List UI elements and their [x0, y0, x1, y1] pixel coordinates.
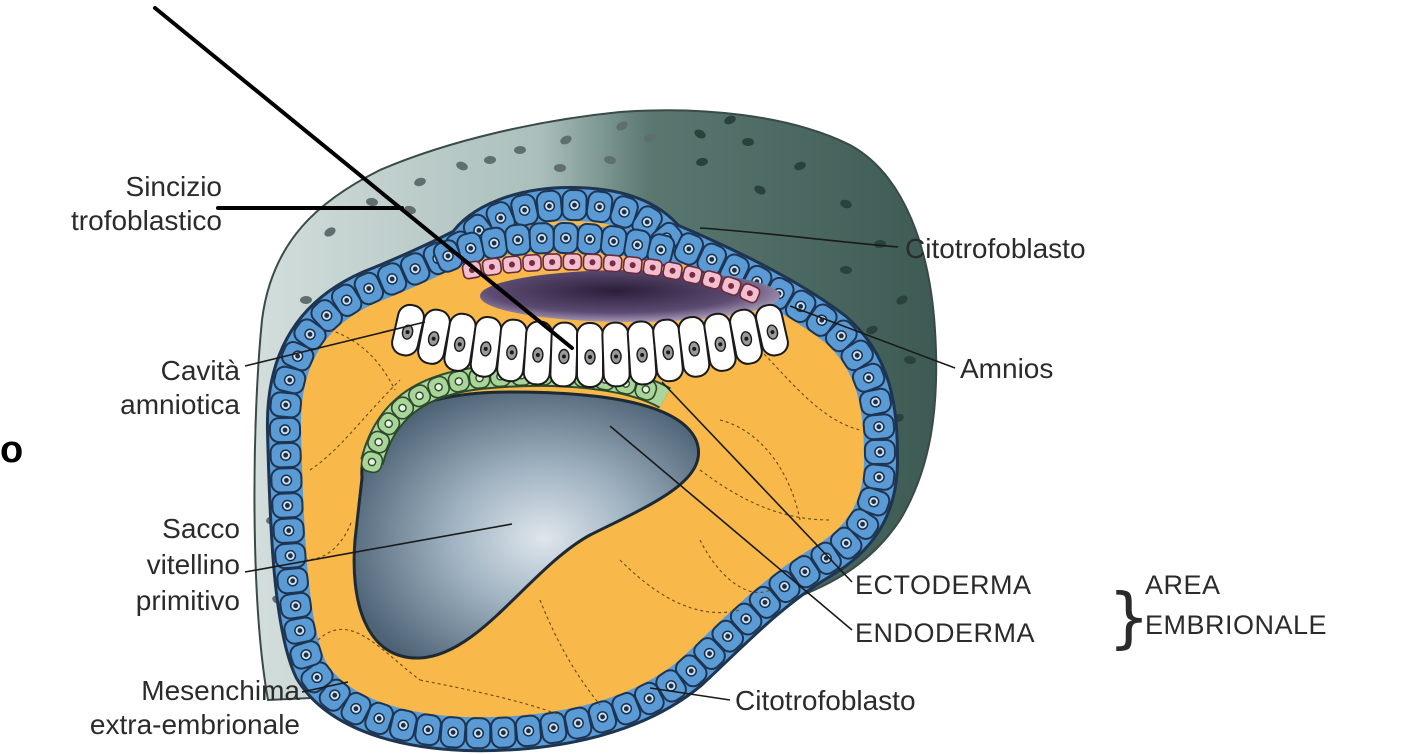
cytotrophoblast-cell	[865, 440, 895, 464]
cytotrophoblast-cell	[440, 717, 466, 749]
amnion-cell	[502, 256, 521, 274]
cytotrophoblast-cell	[270, 418, 301, 443]
label-cavita: Cavità	[161, 355, 241, 386]
label-embrionale: EMBRIONALE	[1145, 610, 1327, 640]
label-endoderma: ENDODERMA	[855, 618, 1035, 648]
amnion-cell	[643, 258, 663, 276]
cytotrophoblast-cell	[276, 567, 308, 594]
amnion-cell	[543, 254, 561, 270]
label-brace: }	[1108, 579, 1150, 656]
cytotrophoblast-cell	[863, 414, 895, 440]
cytotrophoblast-cell	[600, 225, 627, 258]
label-sincizio: Sincizio	[126, 171, 222, 202]
syncytio-nucleus	[554, 164, 566, 172]
label-primitivo: primitivo	[136, 585, 240, 616]
label-amnios: Amnios	[960, 353, 1053, 384]
amnion-cell	[482, 258, 502, 276]
cytotrophoblast-cell	[271, 468, 302, 493]
cytotrophoblast-cell	[554, 223, 579, 253]
label-citotrofoblasto-top: Citotrofoblasto	[905, 233, 1086, 264]
label-amniotica: amniotica	[120, 389, 240, 420]
label-ectoderma: ECTODERMA	[855, 570, 1032, 600]
label-mesenchima: Mesenchima	[141, 675, 300, 706]
cytotrophoblast-cell	[586, 190, 614, 223]
amnion-cell	[623, 256, 643, 274]
cytotrophoblast-cell	[491, 717, 516, 748]
ectoderm-cell	[577, 323, 603, 387]
cytotrophoblast-cell	[279, 592, 312, 620]
amnion-cell	[583, 254, 602, 271]
cytotrophoblast-cell	[414, 713, 442, 746]
label-vitellino: vitellino	[147, 549, 240, 580]
amnion-cell	[603, 255, 622, 272]
label-extra-embrionale: extra-embrionale	[90, 709, 300, 740]
cytotrophoblast-cell	[562, 190, 587, 220]
label-area: AREA	[1145, 570, 1221, 600]
cytotrophoblast-cell	[480, 226, 509, 260]
cytotrophoblast-cell	[504, 224, 531, 256]
label-trofoblastico: trofoblastico	[71, 205, 222, 236]
cytotrophoblast-cell	[515, 715, 542, 747]
amnion-cell	[662, 261, 683, 280]
cytotrophoblast-cell	[270, 443, 301, 468]
cytotrophoblast-cell	[272, 493, 303, 518]
cytotrophoblast-cell	[536, 190, 563, 222]
cytotrophoblast-cell	[577, 223, 603, 255]
label-cut-letter: o	[0, 429, 23, 471]
label-sacco: Sacco	[162, 513, 240, 544]
amnion-cell	[682, 265, 703, 285]
cytotrophoblast-cell	[539, 711, 567, 744]
cytotrophoblast-cell	[275, 543, 307, 569]
label-citotrofoblasto-bottom: Citotrofoblasto	[735, 685, 916, 716]
cytotrophoblast-cell	[270, 392, 302, 419]
cytotrophoblast-cell	[273, 518, 304, 544]
cytotrophoblast-cell	[529, 223, 554, 254]
cytotrophoblast-cell	[466, 718, 490, 748]
amnion-cell	[563, 254, 581, 270]
cytotrophoblast-cell	[863, 463, 896, 490]
ectoderm-cell	[602, 322, 630, 387]
amnion-cell	[523, 254, 542, 271]
